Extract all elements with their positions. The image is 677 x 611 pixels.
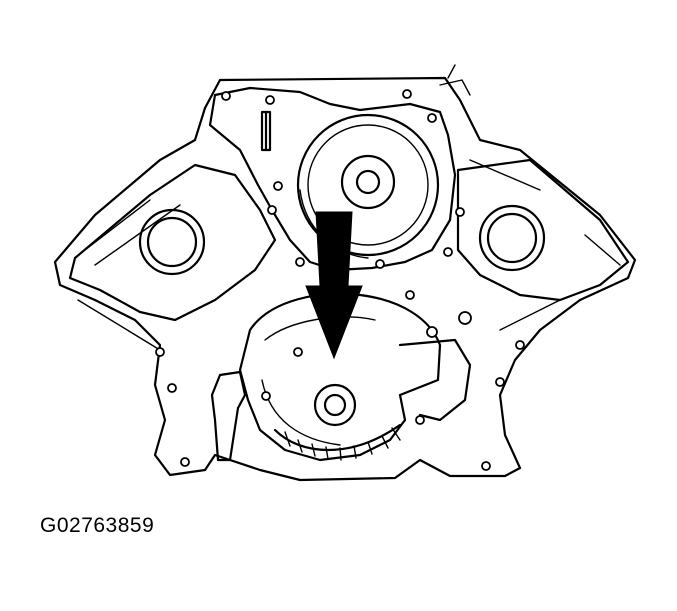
crank-position-sensor	[210, 370, 247, 462]
right-cylinder-bank	[456, 158, 630, 302]
engine-block-outline	[53, 76, 637, 482]
left-cam-seal-outer	[138, 208, 206, 276]
locating-pin	[260, 110, 272, 152]
left-cylinder-bank	[68, 163, 277, 322]
crankshaft-center	[323, 393, 347, 417]
chain-guide	[273, 423, 402, 451]
left-cam-seal-inner	[146, 216, 198, 268]
pump-pulley	[340, 154, 396, 210]
bolt-holes	[155, 89, 525, 471]
figure-id-label: G02763859	[40, 514, 155, 537]
right-cam-seal-outer	[478, 204, 546, 272]
chain-teeth	[284, 427, 401, 461]
pump-housing-outer	[296, 113, 440, 257]
top-cover-plate	[208, 86, 457, 272]
pump-housing-ring	[307, 124, 429, 246]
engine-block-diagram	[53, 64, 637, 482]
left-bank-rib	[77, 199, 181, 351]
oil-pump-inner-arc	[261, 316, 376, 446]
crankshaft-flange	[313, 383, 357, 427]
indicator-arrow	[305, 211, 363, 360]
right-bank-rib	[469, 159, 621, 331]
right-cam-seal-inner	[486, 212, 538, 264]
oil-pump-right-flange	[398, 338, 472, 422]
pump-hub	[355, 169, 381, 195]
top-right-bracket	[439, 64, 471, 96]
